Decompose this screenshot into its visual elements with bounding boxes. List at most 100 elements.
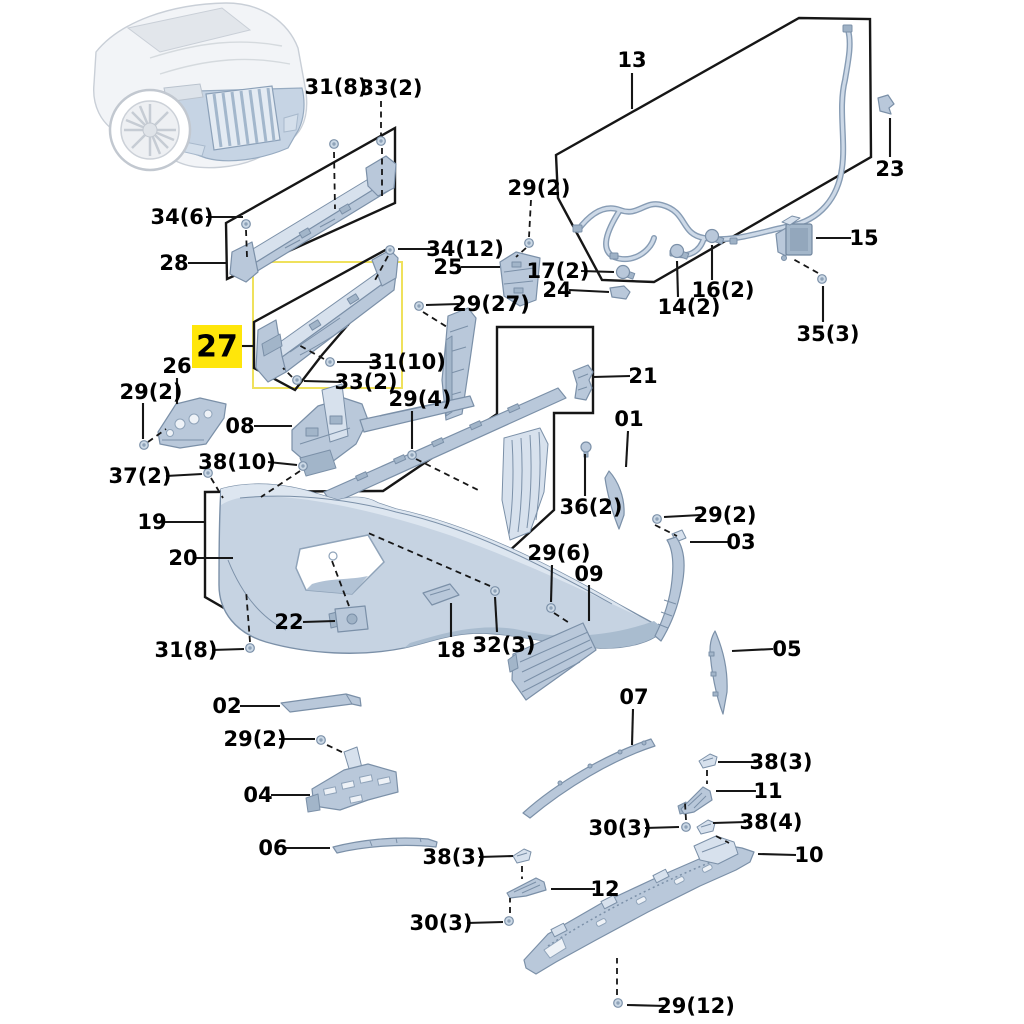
leader-line-33(2) (282, 367, 293, 378)
leader-line-29(2) (326, 744, 345, 754)
part-28-impact-beam (229, 155, 397, 283)
part-label-16(2)-12: 16(2) (691, 278, 754, 302)
part-23-clip (877, 94, 895, 115)
part-label-38(3)-44: 38(3) (422, 845, 485, 869)
part-15-radar-unit (775, 215, 813, 261)
part-11-bracket (677, 786, 713, 815)
screw-icon (546, 603, 556, 613)
part-label-29(27)-30: 29(27) (452, 292, 530, 316)
screw-icon (613, 998, 623, 1008)
leader-line-38(10) (267, 460, 298, 467)
part-label-21-31: 21 (628, 364, 657, 388)
screw-icon (292, 375, 302, 385)
part-07-spoiler-lip (522, 738, 656, 819)
leader-line-29(2) (147, 428, 167, 443)
leader-line-29(6) (553, 612, 572, 625)
part-label-34(6)-2: 34(6) (150, 205, 213, 229)
part-12-bracket (506, 877, 547, 899)
part-08-carrier (291, 383, 475, 477)
part-26-bracket (157, 397, 227, 449)
part-38-clip (698, 753, 718, 769)
leader-line-32(3) (365, 531, 491, 587)
part-label-22-23: 22 (274, 610, 303, 634)
part-27-impact-beam (255, 249, 399, 383)
leader-line-29(27) (425, 302, 460, 307)
leader-line-24 (568, 288, 610, 294)
part-label-09-37: 09 (574, 562, 603, 586)
part-label-29(2)-34: 29(2) (693, 503, 756, 527)
part-label-30(3)-46: 30(3) (409, 911, 472, 935)
part-label-25-8: 25 (433, 255, 462, 279)
fastener-icons (139, 136, 827, 1008)
screw-icon (325, 357, 335, 367)
leader-line-38(10) (260, 470, 301, 498)
leader-line-21 (592, 374, 631, 379)
car-illustration (93, 2, 308, 172)
leader-line-38(4) (715, 835, 730, 844)
leader-line-34(12) (373, 255, 389, 283)
part-label-18-25: 18 (436, 638, 465, 662)
part-label-29(2)-17: 29(2) (119, 380, 182, 404)
part-label-04-42: 04 (243, 783, 272, 807)
part-label-29(2)-41: 29(2) (223, 727, 286, 751)
screw-icon (407, 450, 417, 460)
part-label-23-5: 23 (875, 157, 904, 181)
part-bumper-end-slats (501, 427, 549, 541)
part-label-38(3)-48: 38(3) (749, 750, 812, 774)
leader-line-34(6) (245, 229, 248, 258)
part-label-07-39: 07 (619, 685, 648, 709)
part-01-strip (604, 470, 625, 530)
leader-line-35(3) (792, 258, 819, 274)
leader-line-31(10) (296, 343, 325, 360)
part-03-side-strip (654, 529, 687, 642)
leader-lines (141, 73, 892, 1008)
part-label-37(2)-20: 37(2) (108, 464, 171, 488)
part-36-pin (580, 441, 592, 458)
part-label-29(6)-36: 29(6) (527, 541, 590, 565)
screw-icon (681, 822, 691, 832)
part-14-sensor (669, 243, 690, 260)
leader-line-29(2) (663, 513, 702, 519)
car-windshield (126, 7, 252, 53)
part-label-34(12)-7: 34(12) (426, 237, 504, 261)
part-label-06-43: 06 (258, 836, 287, 860)
screw-icon (298, 461, 308, 471)
group-box-28 (224, 125, 397, 281)
part-label-31(10)-28: 31(10) (368, 350, 446, 374)
part-05-side-strip (708, 630, 728, 715)
part-label-10-51: 10 (794, 843, 823, 867)
part-label-20-22: 20 (168, 546, 197, 570)
part-label-29(12)-52: 29(12) (657, 994, 735, 1018)
leader-line-32(3) (493, 596, 499, 633)
screw-icon (245, 643, 255, 653)
part-label-13-4: 13 (617, 48, 646, 72)
leader-line-29(4) (415, 458, 481, 492)
part-label-12-45: 12 (590, 877, 619, 901)
screw-icon (241, 219, 251, 229)
part-label-17(2)-9: 17(2) (526, 259, 589, 283)
part-16-sensor (704, 228, 725, 245)
part-label-38(10)-19: 38(10) (198, 450, 276, 474)
part-label-26-16: 26 (162, 354, 191, 378)
leader-line-30(3) (644, 825, 680, 830)
selected-part-highlight (192, 325, 242, 368)
leader-line-29(27) (422, 311, 448, 328)
leader-line-22 (302, 619, 336, 624)
leader-line-31(8) (333, 151, 336, 210)
part-label-01-32: 01 (614, 407, 643, 431)
part-38-clip (696, 819, 716, 835)
group-box-13 (554, 16, 873, 284)
leader-line-05 (731, 647, 774, 653)
part-label-14(2)-11: 14(2) (657, 295, 720, 319)
leader-line-17(2) (580, 269, 615, 274)
part-24-clip (609, 285, 631, 300)
part-04-corner-grille (305, 746, 399, 813)
leader-line-29(2) (515, 247, 527, 258)
leader-line-14(2) (675, 260, 680, 298)
part-21-bracket (572, 364, 594, 401)
part-label-29(4)-27: 29(4) (388, 387, 451, 411)
part-label-30(3)-47: 30(3) (588, 816, 651, 840)
part-06-trim-strip (332, 837, 438, 854)
